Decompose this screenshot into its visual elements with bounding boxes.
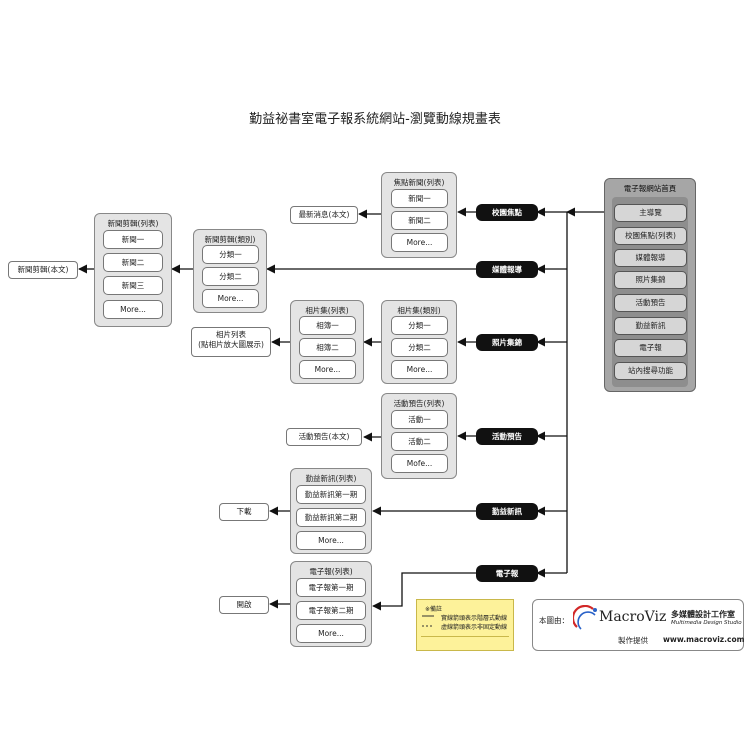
brand-name: MacroViz xyxy=(599,609,667,625)
list-item[interactable]: 新聞一 xyxy=(391,189,448,208)
credit-prefix: 本圖由： xyxy=(539,616,569,625)
group-label: 電子報(列表) xyxy=(309,567,353,576)
note-line-solid: 實線箭頭表示階層式動線 xyxy=(441,615,508,622)
list-item[interactable]: 新聞二 xyxy=(391,211,448,230)
branch-photo-gallery[interactable]: 照片集錦 xyxy=(476,334,538,351)
group-label: 相片集(類別) xyxy=(397,306,441,315)
home-item-epaper[interactable]: 電子報 xyxy=(614,339,687,357)
list-item[interactable]: 電子報第二期 xyxy=(296,601,366,620)
photo-list-line1: 相片列表 xyxy=(216,330,246,339)
legend-line-samples xyxy=(422,615,434,627)
branch-news[interactable]: 勤益新訊 xyxy=(476,503,538,520)
home-item-news[interactable]: 勤益新訊 xyxy=(614,317,687,335)
branch-event-preview[interactable]: 活動預告 xyxy=(476,428,538,445)
more-link[interactable]: More... xyxy=(391,360,448,379)
group-epaper-list: 電子報(列表) 電子報第一期 電子報第二期 More... xyxy=(290,561,372,647)
home-panel-label: 電子報網站首頁 xyxy=(623,184,677,193)
list-item[interactable]: 新聞二 xyxy=(103,253,163,272)
group-label: 焦點新聞(列表) xyxy=(393,178,445,187)
list-item[interactable]: 勤益新訊第一期 xyxy=(296,485,366,504)
group-label: 新聞剪輯(類別) xyxy=(204,235,256,244)
group-album-list: 相片集(列表) 相簿一 相簿二 More... xyxy=(290,300,364,384)
list-item[interactable]: 活動二 xyxy=(391,432,448,451)
studio-name-en: Multimedia Design Studio xyxy=(671,620,742,626)
group-label: 新聞剪輯(列表) xyxy=(107,219,159,228)
note-divider xyxy=(421,636,509,637)
page-title: 勤益祕書室電子報系統網站-瀏覽動線規畫表 xyxy=(249,112,501,127)
home-panel: 電子報網站首頁 主導覽 校園焦點(列表) 媒體報導 照片集錦 活動預告 勤益新訊… xyxy=(604,178,696,392)
home-item-main-nav[interactable]: 主導覽 xyxy=(614,204,687,222)
group-clip-list: 新聞剪輯(列表) 新聞一 新聞二 新聞三 More... xyxy=(94,213,172,327)
more-link[interactable]: More... xyxy=(391,233,448,252)
branch-media-report[interactable]: 媒體報導 xyxy=(476,261,538,278)
more-link[interactable]: More... xyxy=(296,624,366,643)
group-label: 活動預告(列表) xyxy=(393,399,445,408)
list-item[interactable]: 相簿二 xyxy=(299,338,356,357)
credit-url[interactable]: www.macroviz.com xyxy=(663,635,745,644)
note-line-dashed: 虛線箭頭表示非固定動線 xyxy=(441,624,508,631)
list-item[interactable]: 新聞三 xyxy=(103,276,163,295)
group-album-category: 相片集(類別) 分類一 分類二 More... xyxy=(381,300,457,384)
more-link[interactable]: More... xyxy=(296,531,366,550)
home-item-search[interactable]: 站內搜尋功能 xyxy=(614,362,687,380)
home-item-event[interactable]: 活動預告 xyxy=(614,294,687,312)
more-link[interactable]: More... xyxy=(299,360,356,379)
latest-news-article[interactable]: 最新消息(本文) xyxy=(290,206,358,224)
photo-list-line2: (點相片放大圖展示) xyxy=(198,340,264,349)
group-focus-news-list: 焦點新聞(列表) 新聞一 新聞二 More... xyxy=(381,172,457,258)
list-item[interactable]: 分類二 xyxy=(202,267,259,286)
list-item[interactable]: 分類一 xyxy=(391,316,448,335)
group-clip-category: 新聞剪輯(類別) 分類一 分類二 More... xyxy=(193,229,267,313)
list-item[interactable]: 分類二 xyxy=(391,338,448,357)
note-heading: ※備註 xyxy=(425,606,443,613)
credit-box: 本圖由： MacroViz 多媒體設計工作室 Multimedia Design… xyxy=(532,599,744,651)
list-item[interactable]: 電子報第一期 xyxy=(296,578,366,597)
studio-name-cn: 多媒體設計工作室 xyxy=(671,610,735,619)
group-label: 勤益新訊(列表) xyxy=(305,474,357,483)
credit-provider: 製作提供 xyxy=(618,636,648,645)
list-item[interactable]: 活動一 xyxy=(391,410,448,429)
macroviz-logo-icon xyxy=(573,605,597,630)
event-article[interactable]: 活動預告(本文) xyxy=(286,428,362,446)
list-item[interactable]: 新聞一 xyxy=(103,230,163,249)
home-panel-inner xyxy=(612,197,688,387)
branch-epaper[interactable]: 電子報 xyxy=(476,565,538,582)
home-item-media[interactable]: 媒體報導 xyxy=(614,249,687,267)
home-item-photo[interactable]: 照片集錦 xyxy=(614,271,687,289)
more-link[interactable]: Mofe... xyxy=(391,454,448,473)
photo-list-endpoint[interactable]: 相片列表 (點相片放大圖展示) xyxy=(191,327,271,357)
clip-article[interactable]: 新聞剪輯(本文) xyxy=(8,261,78,279)
open-endpoint[interactable]: 開啟 xyxy=(219,596,269,614)
download-endpoint[interactable]: 下載 xyxy=(219,503,269,521)
more-link[interactable]: More... xyxy=(103,300,163,319)
group-label: 相片集(列表) xyxy=(305,306,349,315)
more-link[interactable]: More... xyxy=(202,289,259,308)
legend-note: ※備註 實線箭頭表示階層式動線 虛線箭頭表示非固定動線 xyxy=(416,599,514,651)
group-news-list: 勤益新訊(列表) 勤益新訊第一期 勤益新訊第二期 More... xyxy=(290,468,372,554)
branch-campus-focus[interactable]: 校園焦點 xyxy=(476,204,538,221)
list-item[interactable]: 分類一 xyxy=(202,245,259,264)
list-item[interactable]: 相簿一 xyxy=(299,316,356,335)
list-item[interactable]: 勤益新訊第二期 xyxy=(296,508,366,527)
home-item-campus-list[interactable]: 校園焦點(列表) xyxy=(614,227,687,245)
group-event-list: 活動預告(列表) 活動一 活動二 Mofe... xyxy=(381,393,457,479)
